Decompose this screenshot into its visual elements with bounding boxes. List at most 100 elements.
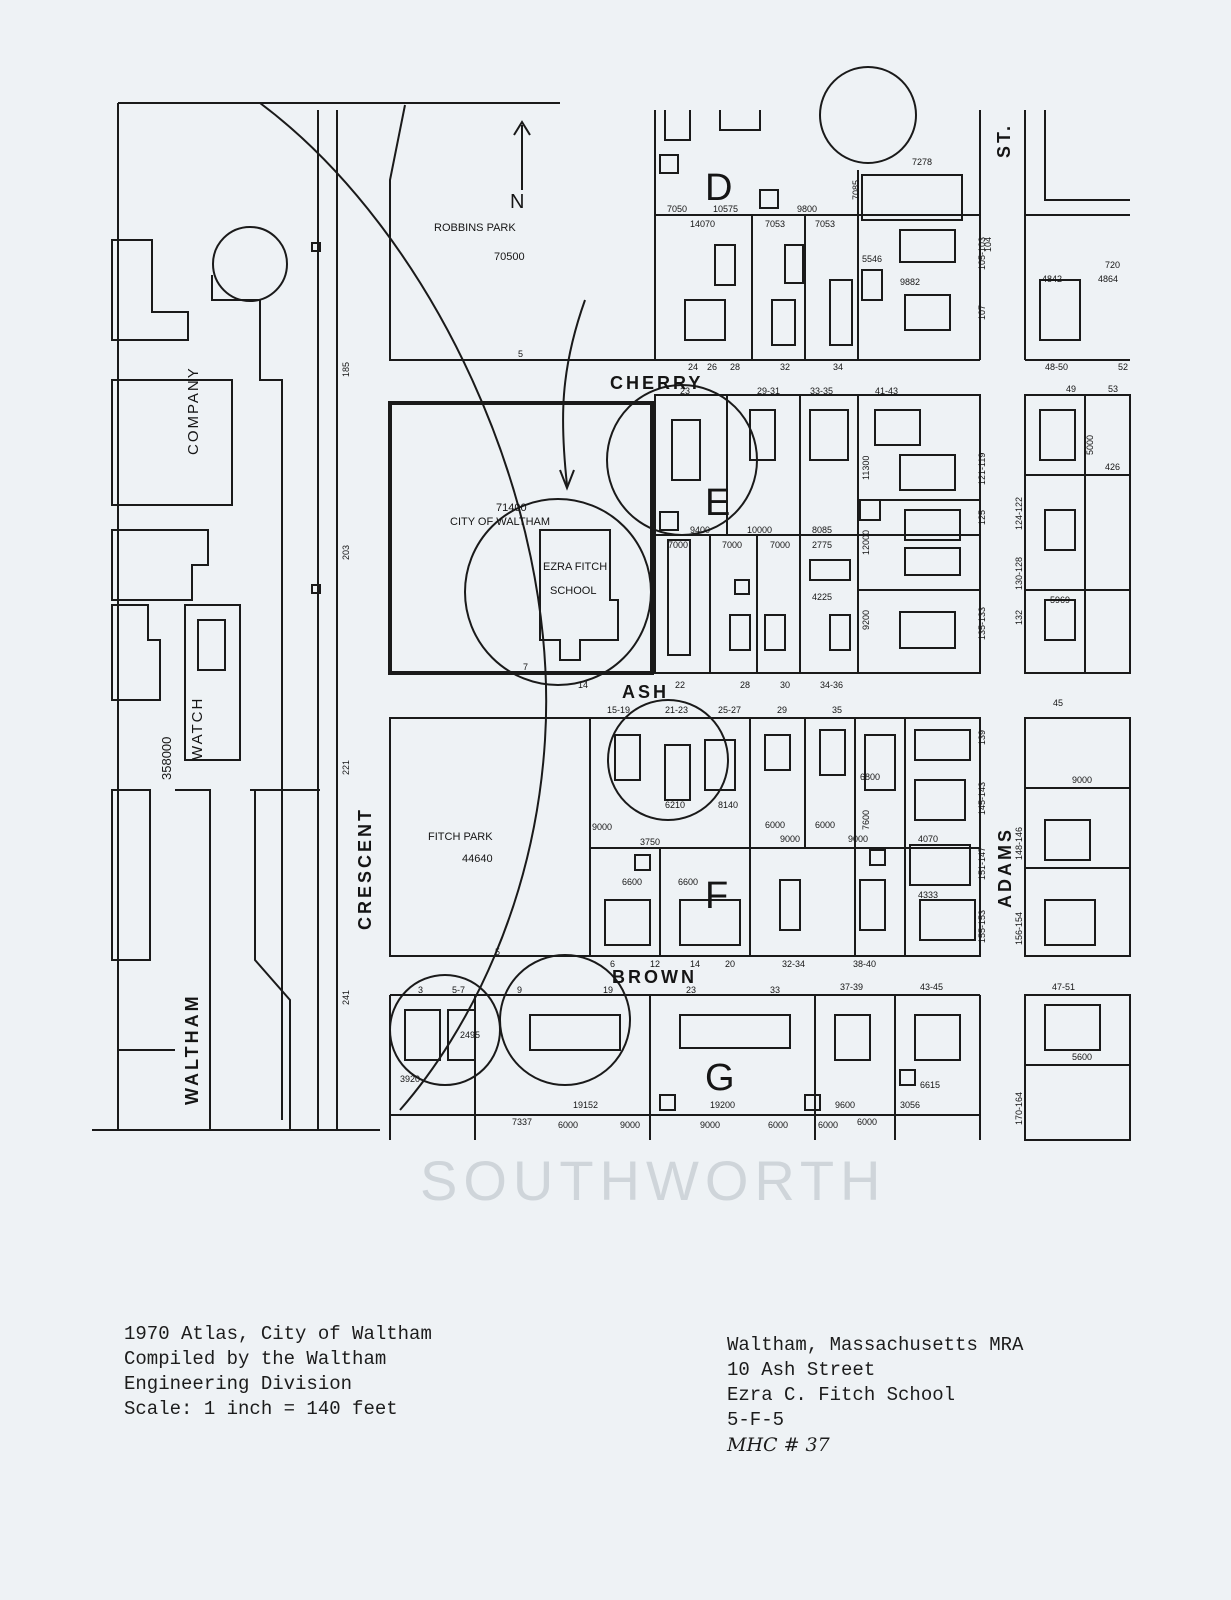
house-number: 156-154 bbox=[1014, 912, 1024, 945]
watch-label: WATCH bbox=[189, 697, 206, 760]
parcel-area: 9000 bbox=[592, 822, 612, 832]
robbins-park-area: 70500 bbox=[494, 251, 525, 263]
house-number: 33 bbox=[770, 985, 780, 995]
house-number: 124-122 bbox=[1014, 497, 1024, 530]
north-arrow-label: N bbox=[510, 191, 524, 213]
house-number: 30 bbox=[780, 680, 790, 690]
house-number: 121-119 bbox=[977, 453, 987, 485]
block-e-label: E bbox=[705, 482, 730, 524]
house-number: 145-143 bbox=[977, 782, 987, 815]
parcel-area: 426 bbox=[1105, 462, 1120, 472]
house-number: 23 bbox=[686, 985, 696, 995]
handwritten-mhc-number: MHC # 37 bbox=[727, 1434, 830, 1456]
street-cherry: CHERRY bbox=[610, 373, 703, 393]
parcel-area: 6000 bbox=[768, 1120, 788, 1130]
house-number: 105-103 bbox=[977, 237, 987, 270]
house-number: 125 bbox=[977, 510, 987, 525]
street-st: ST. bbox=[994, 123, 1014, 158]
parcel-area: 4070 bbox=[918, 834, 938, 844]
house-number: 107 bbox=[977, 305, 987, 320]
parcel-area: 6600 bbox=[678, 877, 698, 887]
parcel-area: 19200 bbox=[710, 1100, 735, 1110]
parcel-area: 12000 bbox=[861, 530, 871, 555]
house-number: 24 bbox=[688, 362, 698, 372]
parcel-area: 6000 bbox=[818, 1120, 838, 1130]
house-number: 170-164 bbox=[1014, 1092, 1024, 1125]
parcel-area: 6000 bbox=[815, 820, 835, 830]
house-number: 5 bbox=[495, 947, 500, 957]
parcel-area: 720 bbox=[1105, 260, 1120, 270]
caption-right-line: 10 Ash Street bbox=[727, 1359, 876, 1381]
parcel-area: 2775 bbox=[812, 540, 832, 550]
fitch-park-label: FITCH PARK bbox=[428, 831, 493, 843]
map-labels: ROBBINS PARK 70500 N 71400 CITY OF WALTH… bbox=[159, 123, 1128, 1130]
house-number: 132 bbox=[1014, 610, 1024, 625]
house-number: 104 bbox=[983, 237, 993, 252]
parcel-area: 6600 bbox=[622, 877, 642, 887]
house-number: 139 bbox=[977, 730, 987, 745]
parcel-area: 9200 bbox=[861, 610, 871, 630]
parcel-area: 5000 bbox=[1085, 435, 1095, 455]
caption-right-line: Waltham, Massachusetts MRA bbox=[727, 1334, 1024, 1356]
company-area: 358000 bbox=[159, 737, 174, 780]
parcel-area: 6000 bbox=[765, 820, 785, 830]
street-ash: ASH bbox=[622, 682, 669, 702]
parcel-area: 9000 bbox=[848, 834, 868, 844]
parcel-area: 9882 bbox=[900, 277, 920, 287]
parcel-area: 4333 bbox=[918, 890, 938, 900]
map-linework bbox=[92, 66, 1131, 1141]
house-number: 49 bbox=[1066, 384, 1076, 394]
parcel-area: 3920 bbox=[400, 1074, 420, 1084]
street-brown: BROWN bbox=[612, 967, 697, 987]
parcel-area: 10000 bbox=[747, 525, 772, 535]
parcel-area: 6000 bbox=[857, 1117, 877, 1127]
house-number: 155-153 bbox=[977, 910, 987, 943]
house-number: 32 bbox=[780, 362, 790, 372]
house-number: 35 bbox=[832, 705, 842, 715]
parcel-area: 7000 bbox=[770, 540, 790, 550]
parcel-area: 7337 bbox=[512, 1117, 532, 1127]
house-number: 48-50 bbox=[1045, 362, 1068, 372]
crescent-number: 185 bbox=[341, 362, 351, 377]
caption-left-line: Compiled by the Waltham bbox=[124, 1348, 387, 1370]
parcel-area: 7053 bbox=[765, 219, 785, 229]
parcel-area: 7278 bbox=[912, 157, 932, 167]
house-number: 12 bbox=[650, 959, 660, 969]
block-g-label: G bbox=[705, 1057, 735, 1099]
parcel-area: 14070 bbox=[690, 219, 715, 229]
house-number: 29 bbox=[777, 705, 787, 715]
fitch-park-area: 44640 bbox=[462, 853, 493, 865]
house-number: 34 bbox=[833, 362, 843, 372]
house-number: 5 bbox=[518, 349, 523, 359]
robbins-park-label: ROBBINS PARK bbox=[434, 222, 516, 234]
parcel-area: 9000 bbox=[700, 1120, 720, 1130]
house-number: 32-34 bbox=[782, 959, 805, 969]
house-number: 47-51 bbox=[1052, 982, 1075, 992]
house-number: 3 bbox=[418, 985, 423, 995]
house-number: 37-39 bbox=[840, 982, 863, 992]
house-number: 14 bbox=[690, 959, 700, 969]
paper-watermark: SOUTHWORTH bbox=[420, 1149, 887, 1212]
parcel-area: 5969 bbox=[1050, 595, 1070, 605]
house-number: 5-7 bbox=[452, 985, 465, 995]
caption-right-line: 5-F-5 bbox=[727, 1409, 785, 1431]
house-number: 14 bbox=[578, 680, 588, 690]
parcel-area: 9000 bbox=[1072, 775, 1092, 785]
parcel-area: 10575 bbox=[713, 204, 738, 214]
parcel-area: 7000 bbox=[722, 540, 742, 550]
house-number: 53 bbox=[1108, 384, 1118, 394]
parcel-area: 3056 bbox=[900, 1100, 920, 1110]
house-number: 151-147 bbox=[977, 847, 987, 880]
house-number: 52 bbox=[1118, 362, 1128, 372]
parcel-area: 8140 bbox=[718, 800, 738, 810]
house-number: 29-31 bbox=[757, 386, 780, 396]
caption-left-line: 1970 Atlas, City of Waltham bbox=[124, 1323, 432, 1345]
parcel-area: 3750 bbox=[640, 837, 660, 847]
school-parcel-area: 71400 bbox=[496, 502, 527, 514]
parcel-area: 7050 bbox=[667, 204, 687, 214]
school-parcel-owner: CITY OF WALTHAM bbox=[450, 516, 550, 528]
house-number: 23 bbox=[680, 386, 690, 396]
